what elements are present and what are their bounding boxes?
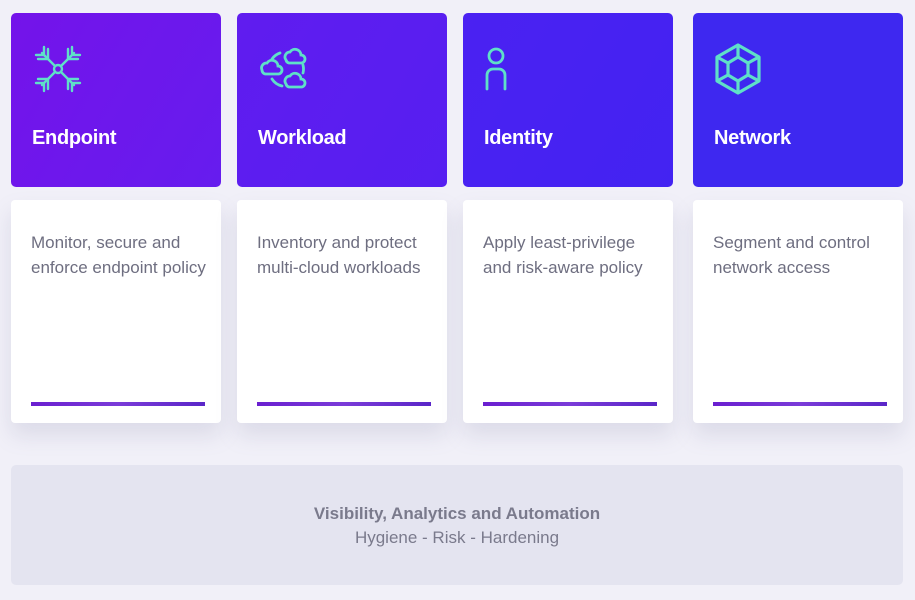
cloud-workload-icon — [260, 47, 307, 89]
pillar-header: Identity — [463, 13, 673, 187]
accent-bar — [31, 402, 205, 406]
pillar-description: Monitor, secure and enforce endpoint pol… — [31, 233, 206, 277]
pillar-title: Network — [714, 127, 791, 149]
pillar-description: Apply least-privilege and risk-aware pol… — [483, 233, 643, 277]
pillar-header: Endpoint — [11, 13, 221, 187]
pillar-header: Workload — [237, 13, 447, 187]
pillar-endpoint[interactable]: Endpoint Monitor, secure and enforce end… — [11, 13, 221, 423]
pillar-identity[interactable]: Identity Apply least-privilege and risk-… — [463, 13, 673, 423]
pillar-card: Inventory and protect multi-cloud worklo… — [237, 200, 447, 423]
user-identity-icon — [485, 47, 507, 91]
pillar-card: Monitor, secure and enforce endpoint pol… — [11, 200, 221, 423]
accent-bar — [257, 402, 431, 406]
foundation-title: Visibility, Analytics and Automation — [313, 504, 601, 523]
pillar-workload[interactable]: Workload Inventory and protect multi-clo… — [237, 13, 447, 423]
pillar-description: Segment and control network access — [713, 233, 870, 277]
pillar-network[interactable]: Network Segment and control network acce… — [693, 13, 903, 423]
pillar-card: Segment and control network access — [693, 200, 903, 423]
accent-bar — [713, 402, 887, 406]
pillar-header: Network — [693, 13, 903, 187]
pillar-card: Apply least-privilege and risk-aware pol… — [463, 200, 673, 423]
endpoint-branches-icon — [34, 45, 82, 93]
foundation-subtitle: Hygiene - Risk - Hardening — [354, 528, 560, 547]
accent-bar — [483, 402, 657, 406]
pillar-title: Identity — [484, 127, 553, 149]
network-hexagon-icon — [715, 43, 761, 95]
pillar-description: Inventory and protect multi-cloud worklo… — [257, 233, 421, 277]
foundation-panel: Visibility, Analytics and Automation Hyg… — [11, 465, 903, 585]
pillar-title: Endpoint — [32, 127, 117, 149]
pillar-title: Workload — [258, 127, 347, 149]
